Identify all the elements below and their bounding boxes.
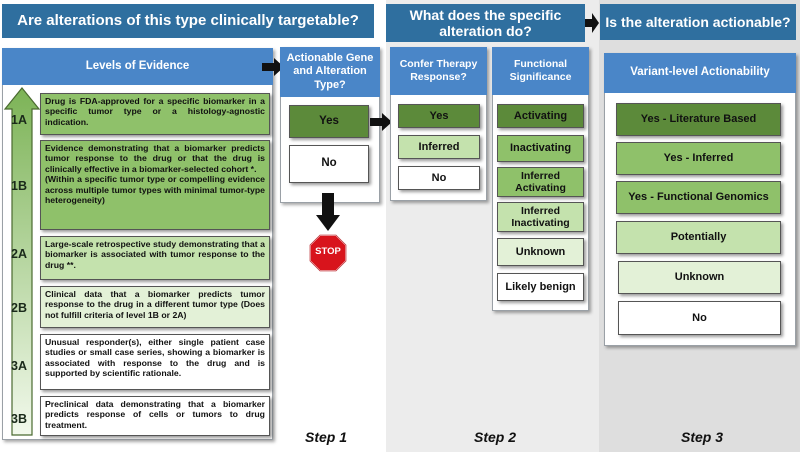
level-label-3a: 3A	[11, 359, 27, 373]
level-label-2b: 2B	[11, 301, 27, 315]
variant-functional-genomics-box: Yes - Functional Genomics	[616, 181, 781, 214]
functional-inferred-inactivating-box: Inferred Inactivating	[497, 202, 584, 232]
level-2b-description: Clinical data that a biomarker predicts …	[40, 286, 270, 328]
evidence-strength-arrow	[3, 87, 41, 436]
variant-inferred-box: Yes - Inferred	[616, 142, 781, 175]
step-3-label: Step 3	[681, 429, 724, 445]
variant-potentially-box: Potentially	[616, 221, 781, 254]
confer-yes-box: Yes	[398, 104, 480, 128]
level-3a-description: Unusual responder(s), either single pati…	[40, 334, 270, 390]
stop-sign-icon	[309, 234, 347, 272]
level-label-3b: 3B	[11, 412, 27, 426]
step-2-label: Step 2	[474, 429, 517, 445]
confer-inferred-box: Inferred	[398, 135, 480, 159]
variant-actionability-header: Variant-level Actionability	[604, 53, 796, 93]
banner-alteration-function: What does the specific alteration do?	[386, 4, 585, 42]
functional-activating-box: Activating	[497, 104, 584, 128]
variant-literature-based-box: Yes - Literature Based	[616, 103, 781, 136]
functional-likely-benign-box: Likely benign	[497, 273, 584, 301]
level-1a-description: Drug is FDA-approved for a specific biom…	[40, 93, 270, 135]
variant-unknown-box: Unknown	[618, 261, 781, 294]
functional-unknown-box: Unknown	[497, 238, 584, 266]
level-1b-description: Evidence demonstrating that a biomarker …	[40, 140, 270, 230]
actionable-yes-box: Yes	[289, 105, 369, 138]
stop-sign-label: STOP	[315, 246, 341, 257]
arrow-no-to-stop	[316, 193, 340, 231]
level-label-1a: 1A	[11, 113, 27, 127]
actionable-gene-header: Actionable Gene and Alteration Type?	[280, 47, 380, 97]
level-label-2a: 2A	[11, 247, 27, 261]
level-2a-description: Large-scale retrospective study demonstr…	[40, 236, 270, 280]
level-3b-description: Preclinical data demonstrating that a bi…	[40, 396, 270, 436]
levels-of-evidence-header: Levels of Evidence	[2, 48, 273, 85]
functional-significance-header: Functional Significance	[492, 47, 589, 95]
functional-inferred-activating-box: Inferred Activating	[497, 167, 584, 197]
arrow-yes-to-confer	[370, 113, 392, 131]
functional-inactivating-box: Inactivating	[497, 135, 584, 162]
step-1-label: Step 1	[305, 429, 348, 445]
banner-clinically-targetable: Are alterations of this type clinically …	[2, 4, 374, 38]
arrow-levels-to-actionable	[262, 58, 284, 76]
confer-no-box: No	[398, 166, 480, 190]
confer-therapy-header: Confer Therapy Response?	[390, 47, 487, 95]
variant-no-box: No	[618, 301, 781, 335]
banner-actionable: Is the alteration actionable?	[600, 4, 796, 40]
arrow-banner2-to-banner3	[585, 13, 599, 33]
actionable-no-box: No	[289, 145, 369, 183]
level-label-1b: 1B	[11, 179, 27, 193]
